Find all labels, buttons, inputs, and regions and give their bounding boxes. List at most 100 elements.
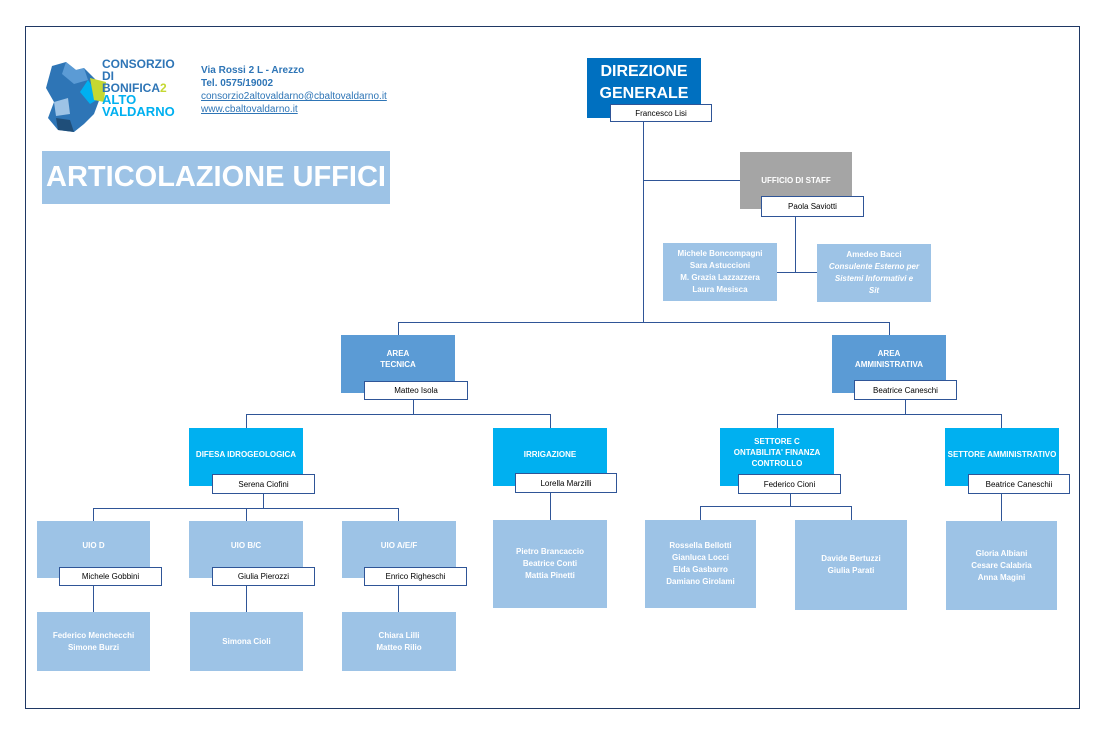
staff-members-box: Michele Boncompagni Sara Astuccioni M. G… [663, 243, 777, 301]
connector [790, 494, 791, 506]
area-amministrativa-title-1: AREA [877, 349, 901, 358]
settore-contabilita-title: ONTABILITA' FINANZA [733, 447, 821, 457]
consultant-name: Amedeo Bacci [846, 250, 902, 259]
connector [398, 508, 399, 522]
logo-text-line4: VALDARNO [102, 104, 175, 119]
consorzio-logo: CONSORZIO DI BONIFICA2 ALTO VALDARNO [44, 58, 179, 138]
page-title: ARTICOLAZIONE UFFICI [42, 151, 390, 204]
irrigazione-head-name: Lorella Marzilli [515, 473, 617, 493]
uio-aef-member: Chiara Lilli [378, 630, 420, 640]
difesa-title: DIFESA IDROGEOLOGICA [195, 449, 297, 459]
settore-amministrativo-members-box: Gloria Albiani Cesare Calabria Anna Magi… [946, 521, 1057, 610]
contabilita-members-box-b: Davide Bertuzzi Giulia Parati [795, 520, 907, 610]
connector [398, 322, 890, 323]
connector [246, 508, 247, 522]
settore-amministrativo-member: Anna Magini [977, 572, 1026, 582]
connector [550, 414, 551, 429]
settore-amministrativo-title: SETTORE AMMINISTRATIVO [947, 449, 1057, 459]
uio-bc-members-box: Simona Cioli [190, 612, 303, 671]
consultant-role: Sit [868, 286, 880, 295]
connector [550, 492, 551, 521]
logo-text-line2: DI BONIFICA [102, 69, 160, 95]
settore-contabilita-box: SETTORE C ONTABILITA' FINANZA CONTROLLO [720, 428, 834, 486]
connector [246, 414, 551, 415]
logo-map-icon [46, 62, 106, 132]
connector [851, 506, 852, 520]
staff-member: Laura Mesisca [692, 285, 748, 294]
connector [795, 217, 796, 272]
uio-aef-title: UIO A/E/F [380, 541, 418, 550]
contabilita-member: Damiano Girolami [666, 577, 735, 586]
settore-amministrativo-member: Gloria Albiani [975, 548, 1028, 558]
ufficio-staff-title: UFFICIO DI STAFF [761, 176, 831, 185]
irrigazione-members-box: Pietro Brancaccio Beatrice Conti Mattia … [493, 520, 607, 608]
area-amministrativa-head-name: Beatrice Caneschi [854, 380, 957, 400]
contabilita-members-box-a: Rossella Bellotti Gianluca Locci Elda Ga… [645, 520, 756, 608]
staff-member: Sara Astuccioni [689, 261, 751, 270]
area-tecnica-head-name: Matteo Isola [364, 381, 468, 400]
irrigazione-member: Pietro Brancaccio [515, 547, 585, 556]
settore-amministrativo-member: Cesare Calabria [971, 560, 1032, 570]
connector [93, 586, 94, 612]
area-tecnica-title-2: TECNICA [380, 360, 416, 369]
connector [398, 322, 399, 336]
contact-phone: Tel. 0575/19002 [201, 78, 274, 89]
uio-d-member: Federico Menchecchi [52, 630, 135, 640]
contabilita-member: Giulia Parati [827, 566, 875, 575]
connector [398, 586, 399, 612]
contabilita-member: Davide Bertuzzi [821, 554, 881, 563]
settore-contabilita-title: CONTROLLO [751, 458, 803, 468]
uio-d-head-name: Michele Gobbini [59, 567, 162, 586]
connector [777, 414, 1002, 415]
connector [643, 122, 644, 322]
staff-head-name: Paola Saviotti [761, 196, 864, 217]
connector [1001, 493, 1002, 521]
uio-bc-title: UIO B/C [230, 541, 262, 550]
staff-member: M. Grazia Lazzazzera [680, 273, 760, 282]
contabilita-member: Rossella Bellotti [669, 541, 732, 550]
consultant-box: Amedeo Bacci Consulente Esterno per Sist… [817, 244, 931, 302]
page-frame [25, 26, 1080, 709]
uio-d-members-box: Federico Menchecchi Simone Burzi [37, 612, 150, 671]
direzione-head-name: Francesco Lisi [610, 104, 712, 122]
uio-bc-head-name: Giulia Pierozzi [212, 567, 315, 586]
area-tecnica-title-1: AREA [386, 349, 410, 358]
logo-text-line1: CONSORZIO [102, 57, 175, 71]
contact-block: Via Rossi 2 L - Arezzo Tel. 0575/19002 c… [201, 64, 401, 116]
connector [889, 322, 890, 336]
connector [777, 272, 818, 273]
connector [246, 586, 247, 612]
uio-bc-member: Simona Cioli [222, 636, 271, 646]
contact-address: Via Rossi 2 L - Arezzo [201, 65, 305, 76]
connector [643, 180, 741, 181]
staff-member: Michele Boncompagni [677, 249, 763, 258]
logo-number: 2 [160, 81, 167, 95]
difesa-head-name: Serena Ciofini [212, 474, 315, 494]
connector [905, 399, 906, 414]
direzione-title-1: DIREZIONE [600, 63, 688, 80]
uio-aef-members-box: Chiara Lilli Matteo Rilio [342, 612, 456, 671]
contact-email-link[interactable]: consorzio2altovaldarno@cbaltovaldarno.it [201, 91, 387, 102]
connector [1001, 414, 1002, 429]
uio-d-member: Simone Burzi [67, 642, 120, 652]
connector [263, 494, 264, 508]
uio-d-title: UIO D [82, 541, 105, 550]
area-amministrativa-title-2: AMMINISTRATIVA [854, 360, 924, 369]
contabilita-member: Elda Gasbarro [673, 565, 728, 574]
consultant-role: Sistemi Informativi e [834, 274, 914, 283]
connector [413, 399, 414, 414]
settore-contabilita-head-name: Federico Cioni [738, 474, 841, 494]
contabilita-member: Gianluca Locci [672, 553, 729, 562]
connector [246, 414, 247, 429]
contact-website-link[interactable]: www.cbaltovaldarno.it [201, 104, 298, 115]
settore-amministrativo-head-name: Beatrice Caneschii [968, 474, 1070, 494]
irrigazione-member: Mattia Pinetti [525, 571, 575, 580]
logo-text-line3: ALTO [102, 92, 137, 107]
settore-contabilita-title: SETTORE C [754, 436, 800, 446]
direzione-title-2: GENERALE [599, 85, 689, 102]
connector [700, 506, 852, 507]
irrigazione-title: IRRIGAZIONE [523, 449, 577, 459]
consultant-role: Consulente Esterno per [828, 262, 920, 271]
connector [777, 414, 778, 429]
connector [93, 508, 94, 522]
